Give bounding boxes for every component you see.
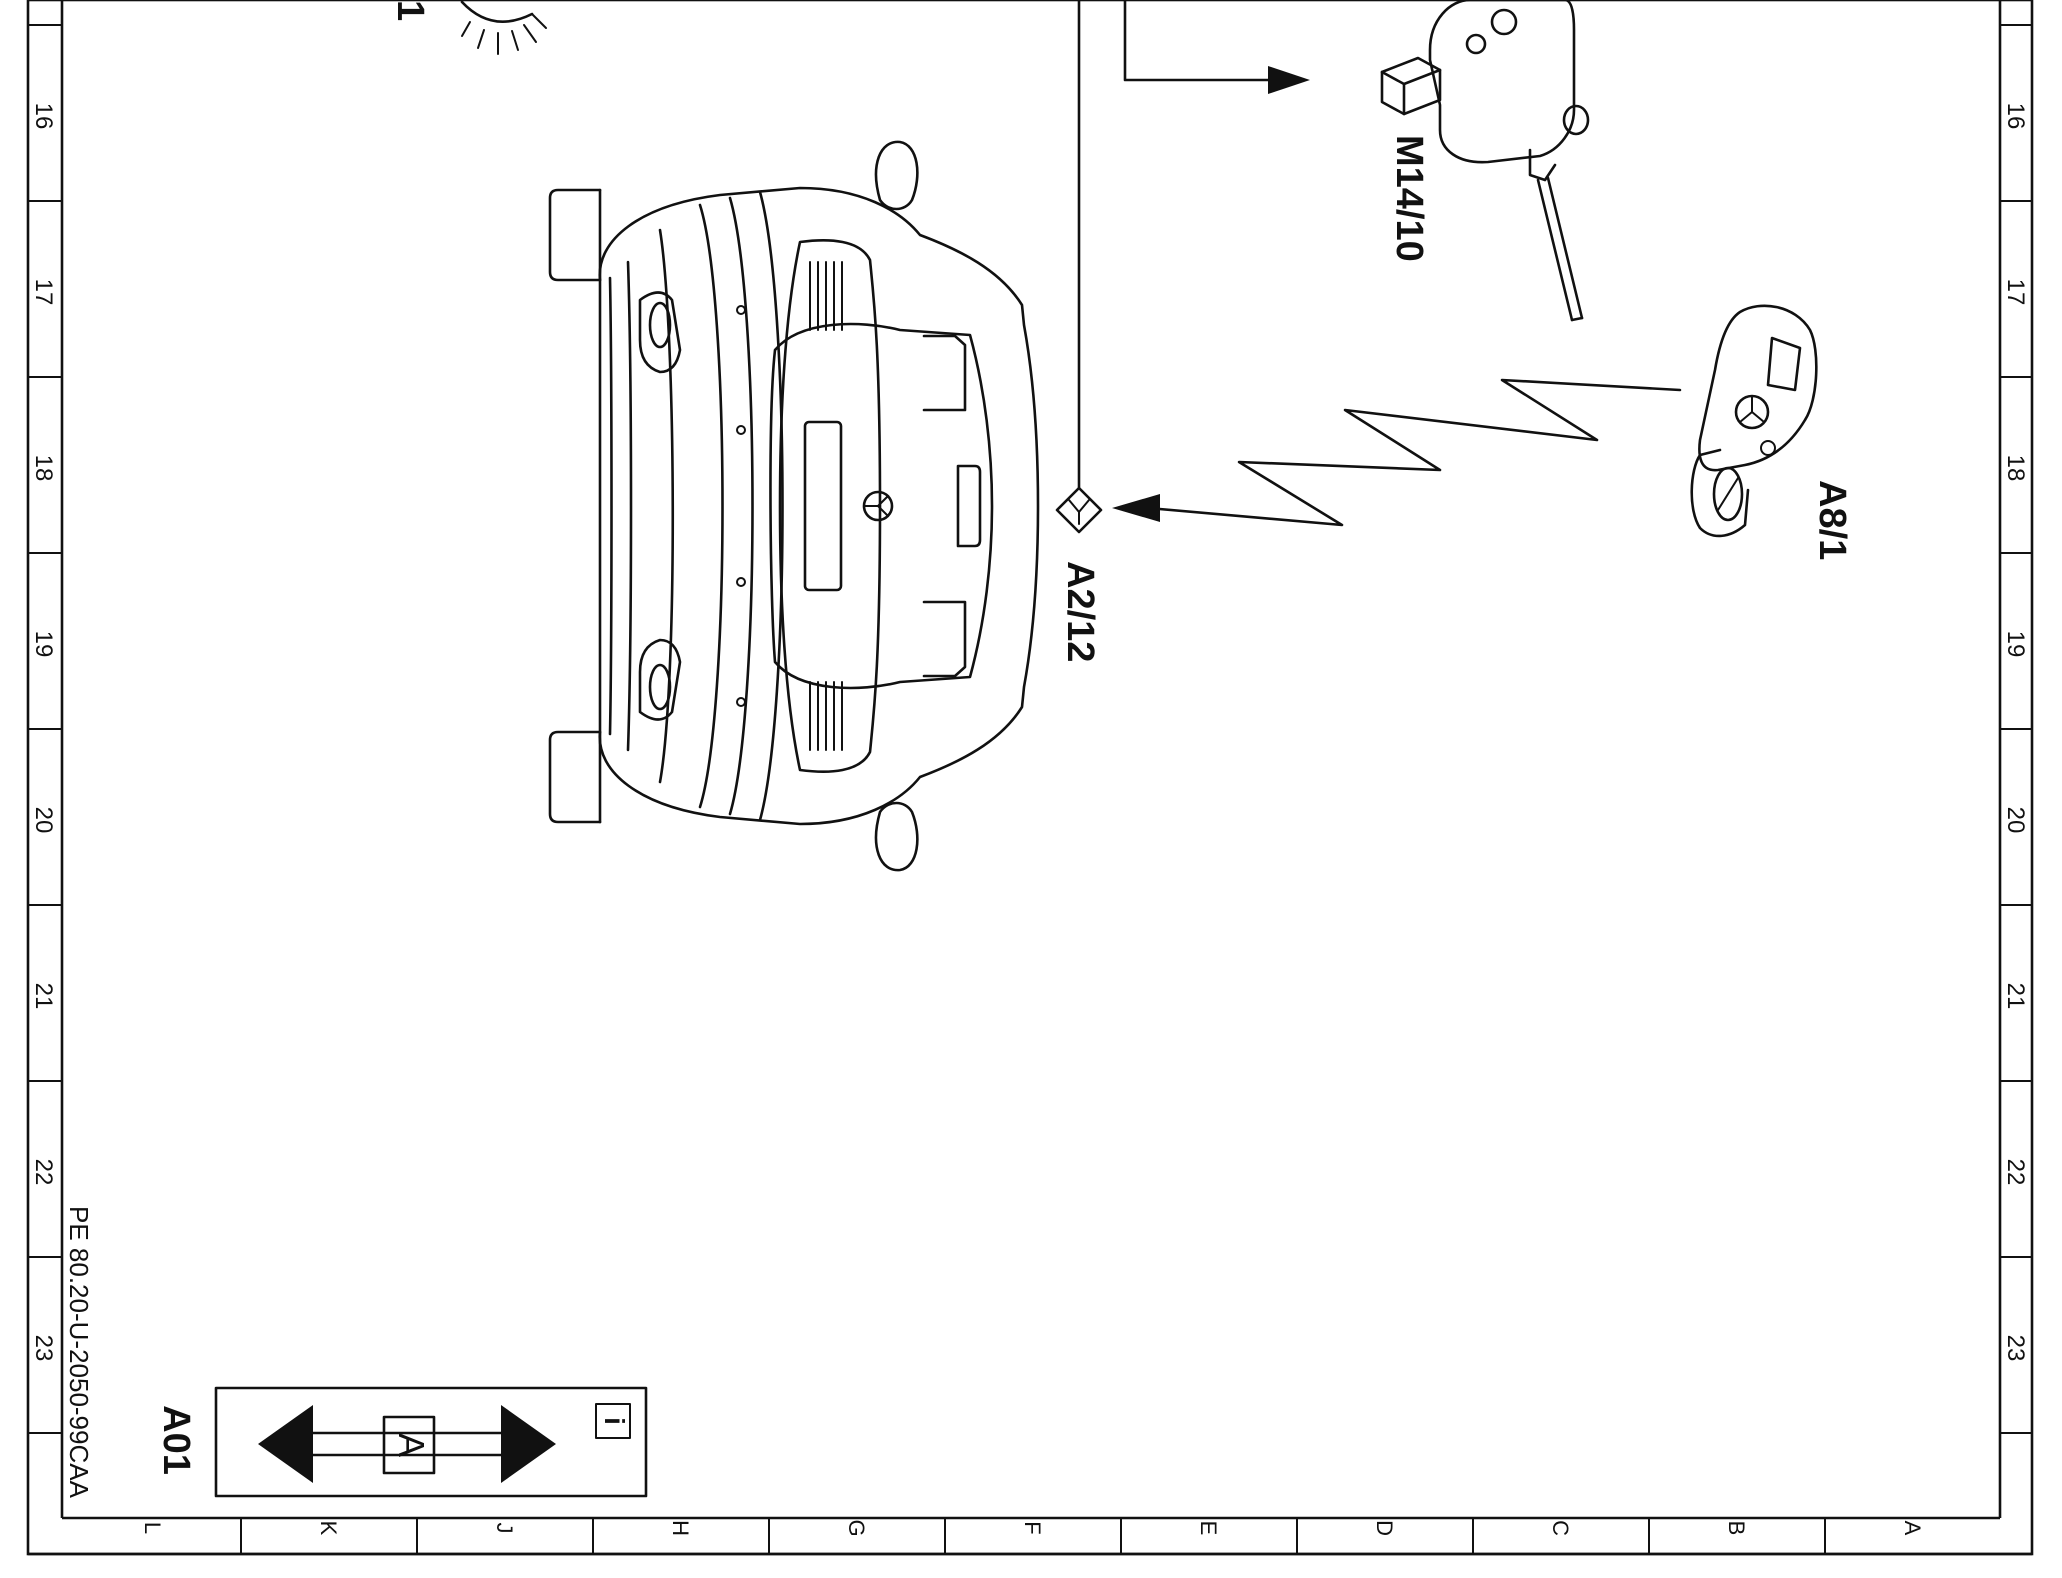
a8-1-transmitter-key-icon xyxy=(1690,304,1818,538)
row-label: 18 xyxy=(30,455,57,482)
vehicle-rear-illustration xyxy=(548,140,1040,872)
row-label: 23 xyxy=(30,1335,57,1362)
row-label: 19 xyxy=(2002,631,2029,658)
row-label: 20 xyxy=(2002,807,2029,834)
arrow-left-icon xyxy=(258,1405,313,1483)
row-label: 19 xyxy=(30,631,57,658)
row-label: 17 xyxy=(2002,279,2029,306)
row-label: 16 xyxy=(30,103,57,130)
a2-12-label: A2/12 xyxy=(1059,561,1101,662)
row-label: 17 xyxy=(30,279,57,306)
wiring xyxy=(1077,0,1310,490)
wire-to-m14-10 xyxy=(1123,0,1270,82)
row-label: 18 xyxy=(2002,455,2029,482)
arrow-right-icon xyxy=(501,1405,556,1483)
row-label: 16 xyxy=(2002,103,2029,130)
row-label: 22 xyxy=(2002,1159,2029,1186)
row-label: 21 xyxy=(2002,983,2029,1010)
column-label: B xyxy=(1724,1521,1749,1536)
row-labels-right: 16 17 18 19 20 21 22 23 xyxy=(2002,103,2029,1362)
row-labels-left: 16 17 18 19 20 21 22 23 xyxy=(30,103,57,1362)
sheet-id: A01 xyxy=(155,1405,197,1475)
m14-10-actuator-icon xyxy=(1380,0,1590,322)
e1-label: e1 xyxy=(389,0,431,21)
row-label: 22 xyxy=(30,1159,57,1186)
lamp-icon xyxy=(460,0,547,55)
column-label: E xyxy=(1196,1521,1221,1536)
document-code: PE 80.20-U-2050-99CAA xyxy=(64,1206,94,1499)
drawing-frame xyxy=(26,0,2034,1556)
row-dividers xyxy=(28,24,2032,1434)
row-label: 20 xyxy=(30,807,57,834)
legend-center-label: A xyxy=(391,1433,432,1457)
column-label: A xyxy=(1900,1521,1925,1536)
column-label: H xyxy=(668,1520,693,1536)
column-label: L xyxy=(140,1522,165,1534)
column-label: C xyxy=(1548,1520,1573,1536)
column-label: K xyxy=(316,1521,341,1536)
legend-box: A i xyxy=(214,1386,648,1498)
a8-1-label: A8/1 xyxy=(1811,480,1853,560)
column-dividers xyxy=(240,1518,1826,1554)
info-icon: i xyxy=(599,1417,630,1425)
row-label: 23 xyxy=(2002,1335,2029,1362)
signal-arrow-head xyxy=(1112,494,1160,522)
column-labels: L K J H G F E D C B A xyxy=(140,1519,1925,1536)
mercedes-star-icon xyxy=(862,490,894,522)
column-label: D xyxy=(1372,1520,1397,1536)
arrow-head-to-m14-10 xyxy=(1268,66,1310,94)
column-label: F xyxy=(1020,1521,1045,1534)
m14-10-label: M14/10 xyxy=(1388,135,1430,262)
column-label: J xyxy=(492,1523,517,1534)
a2-12-antenna-symbol xyxy=(1055,486,1103,534)
radio-signal xyxy=(1112,378,1682,527)
row-label: 21 xyxy=(30,983,57,1010)
column-label: G xyxy=(844,1519,869,1536)
